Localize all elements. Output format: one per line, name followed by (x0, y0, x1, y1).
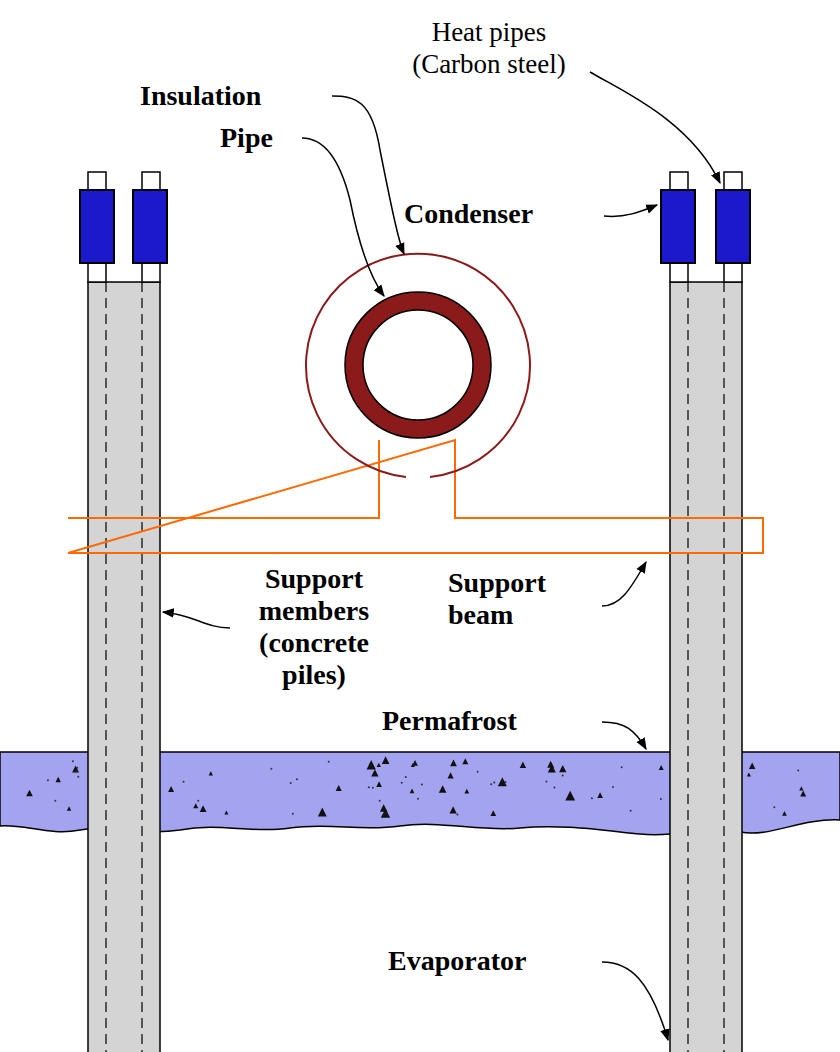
part-label: Pipe (220, 122, 302, 154)
condenser (80, 190, 750, 263)
part-label: Heat pipes (Carbon steel) (394, 16, 584, 80)
support-beam (68, 440, 763, 553)
part-label: Support beam (448, 567, 602, 631)
concrete-pile (88, 282, 742, 1052)
leader-line (163, 72, 720, 1040)
heat-pipe (88, 172, 742, 282)
pipe-wall (354, 301, 482, 429)
pipe-outline (363, 310, 473, 420)
part-label: Support members (concrete piles) (226, 563, 402, 691)
part-label: Insulation (140, 80, 332, 112)
insulation-ring (306, 254, 530, 477)
part-label: Permafrost (382, 705, 602, 737)
part-label: Condenser (404, 198, 604, 230)
part-label: Evaporator (388, 945, 602, 977)
pipe-outline (345, 292, 491, 438)
